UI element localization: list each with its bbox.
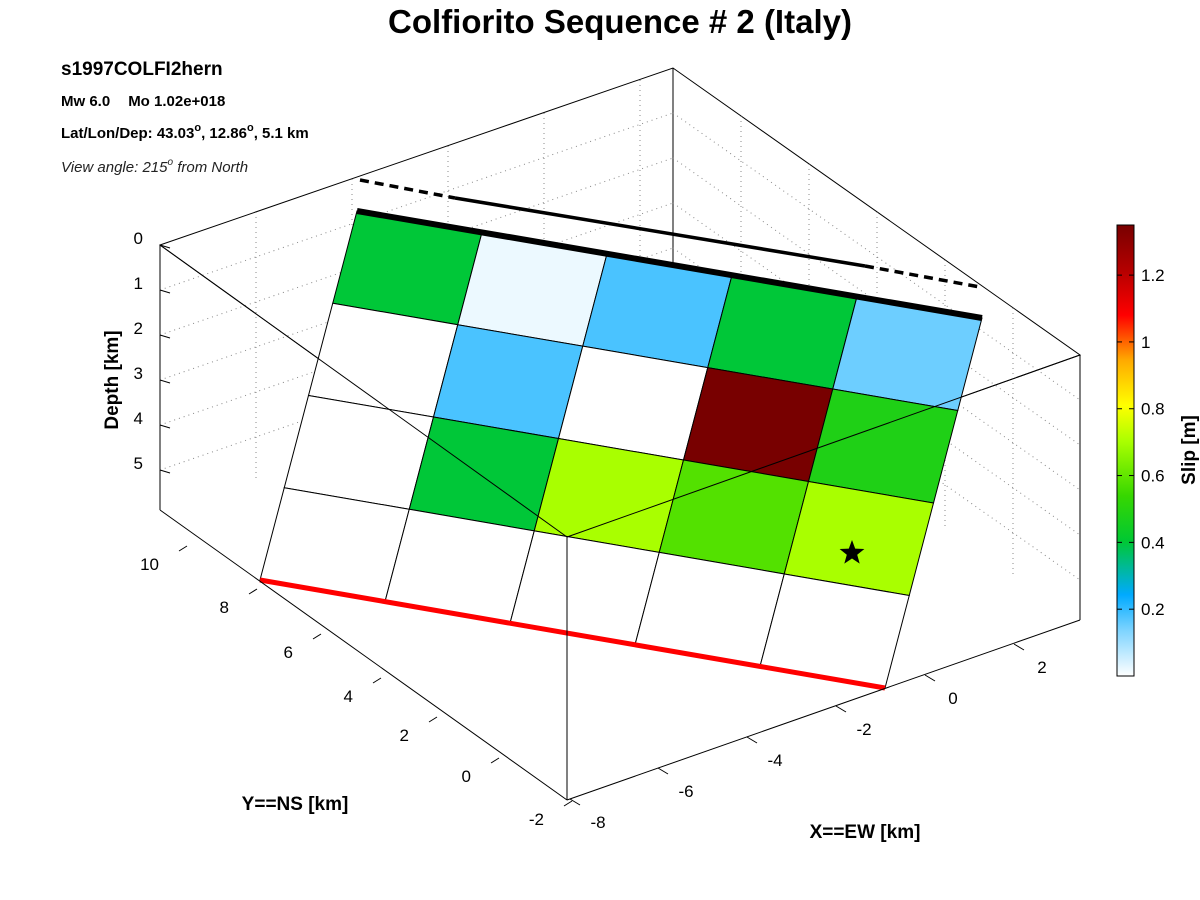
fault-patches bbox=[259, 210, 983, 689]
z-tick-1-mark bbox=[159, 289, 171, 294]
z-tick-0-mark bbox=[159, 244, 171, 249]
surface-trace bbox=[359, 178, 981, 289]
x-tick-0-mark bbox=[569, 798, 581, 806]
surface-trace-solid bbox=[454, 196, 866, 268]
colorbar-ticks: 0.2 0.4 0.6 0.8 1 1.2 bbox=[1117, 266, 1165, 619]
colorbar-label: Slip [m] bbox=[1179, 415, 1200, 485]
y-tick-5-label: 8 bbox=[220, 598, 229, 617]
y-tick-0-label: -2 bbox=[529, 810, 544, 829]
y-tick-1-mark bbox=[490, 757, 500, 764]
z-tick-3-label: 3 bbox=[134, 364, 143, 383]
mo-value: Mo 1.02e+018 bbox=[128, 93, 225, 110]
x-tick-1-label: -6 bbox=[678, 782, 693, 801]
y-tick-5-mark bbox=[248, 588, 258, 595]
y-tick-2-label: 2 bbox=[400, 726, 409, 745]
colorbar-tick-label-1: 0.4 bbox=[1141, 533, 1165, 552]
y-tick-4-mark bbox=[312, 633, 322, 640]
degree-mark-lon: o bbox=[247, 122, 254, 134]
colorbar-tick-label-3: 0.8 bbox=[1141, 400, 1165, 419]
x-tick-2-mark bbox=[746, 736, 758, 744]
y-tick-6-label: 10 bbox=[140, 555, 159, 574]
x-tick-0-label: -8 bbox=[590, 813, 605, 832]
mw-value: Mw 6.0 bbox=[61, 93, 110, 110]
y-tick-3-label: 4 bbox=[344, 687, 353, 706]
fault-top-edge bbox=[356, 208, 983, 321]
colorbar-tick-label-4: 1 bbox=[1141, 333, 1150, 352]
x-tick-2-label: -4 bbox=[767, 751, 782, 770]
y-axis-label: Y==NS [km] bbox=[242, 794, 349, 815]
y-tick-1-label: 0 bbox=[462, 767, 471, 786]
top-front-left-edge bbox=[159, 244, 568, 538]
plot-box-front bbox=[159, 244, 1081, 801]
hypocenter-star bbox=[839, 540, 865, 564]
view-angle-value: View angle: 215 bbox=[61, 159, 168, 176]
colorbar-tick-label-2: 0.6 bbox=[1141, 467, 1165, 486]
magnitude-line: Mw 6.0 Mo 1.02e+018 bbox=[61, 93, 225, 110]
colorbar-tick-label-0: 0.2 bbox=[1141, 600, 1165, 619]
x-tick-4-label: 0 bbox=[948, 689, 957, 708]
z-tick-1-label: 1 bbox=[134, 274, 143, 293]
axis-ticks: 0 1 2 3 4 5 -2 0 2 4 6 8 10 -8 -6 -4 -2 0 2 bbox=[134, 229, 1047, 832]
grid-lines bbox=[159, 80, 1081, 581]
y-tick-0-mark bbox=[563, 800, 573, 807]
degree-mark-view: o bbox=[167, 157, 173, 168]
bottom-front-right-edge bbox=[566, 619, 1081, 801]
x-tick-1-mark bbox=[657, 767, 669, 775]
z-tick-4-label: 4 bbox=[134, 409, 143, 428]
degree-mark-lat: o bbox=[194, 122, 201, 134]
colorbar bbox=[1116, 224, 1135, 677]
surface-trace-dashed-left bbox=[359, 178, 456, 200]
y-tick-6-mark bbox=[178, 545, 188, 552]
x-tick-3-label: -2 bbox=[856, 720, 871, 739]
chart-title: Colfiorito Sequence # 2 (Italy) bbox=[388, 3, 852, 40]
z-axis-label: Depth [km] bbox=[102, 330, 123, 429]
z-tick-5-label: 5 bbox=[134, 454, 143, 473]
y-tick-4-label: 6 bbox=[284, 643, 293, 662]
x-tick-3-mark bbox=[835, 705, 847, 713]
z-tick-3-mark bbox=[159, 379, 171, 384]
x-tick-5-mark bbox=[1013, 643, 1025, 651]
model-id: s1997COLFI2hern bbox=[61, 59, 223, 80]
z-tick-2-mark bbox=[159, 334, 171, 339]
z-tick-5-mark bbox=[159, 469, 171, 474]
view-angle-suffix: from North bbox=[173, 159, 248, 176]
surface-trace-dashed-right bbox=[864, 264, 981, 289]
x-tick-4-mark bbox=[924, 674, 936, 682]
bottom-front-left-edge bbox=[159, 509, 568, 801]
depth-value: , 5.1 km bbox=[254, 125, 309, 142]
lon-value: , 12.86 bbox=[201, 125, 247, 142]
colorbar-tick-label-5: 1.2 bbox=[1141, 266, 1165, 285]
x-tick-5-label: 2 bbox=[1037, 658, 1046, 677]
view-angle-line: View angle: 215o from North bbox=[61, 157, 248, 176]
x-axis-label: X==EW [km] bbox=[810, 822, 921, 843]
y-tick-2-mark bbox=[428, 716, 438, 723]
fault-bottom-edge bbox=[259, 577, 886, 691]
top-front-right-edge bbox=[566, 354, 1081, 538]
z-tick-2-label: 2 bbox=[134, 319, 143, 338]
y-tick-3-mark bbox=[372, 677, 382, 684]
z-tick-0-label: 0 bbox=[134, 229, 143, 248]
lat-value: Lat/Lon/Dep: 43.03 bbox=[61, 125, 194, 142]
location-line: Lat/Lon/Dep: 43.03o, 12.86o, 5.1 km bbox=[61, 122, 309, 142]
z-tick-4-mark bbox=[159, 424, 171, 429]
